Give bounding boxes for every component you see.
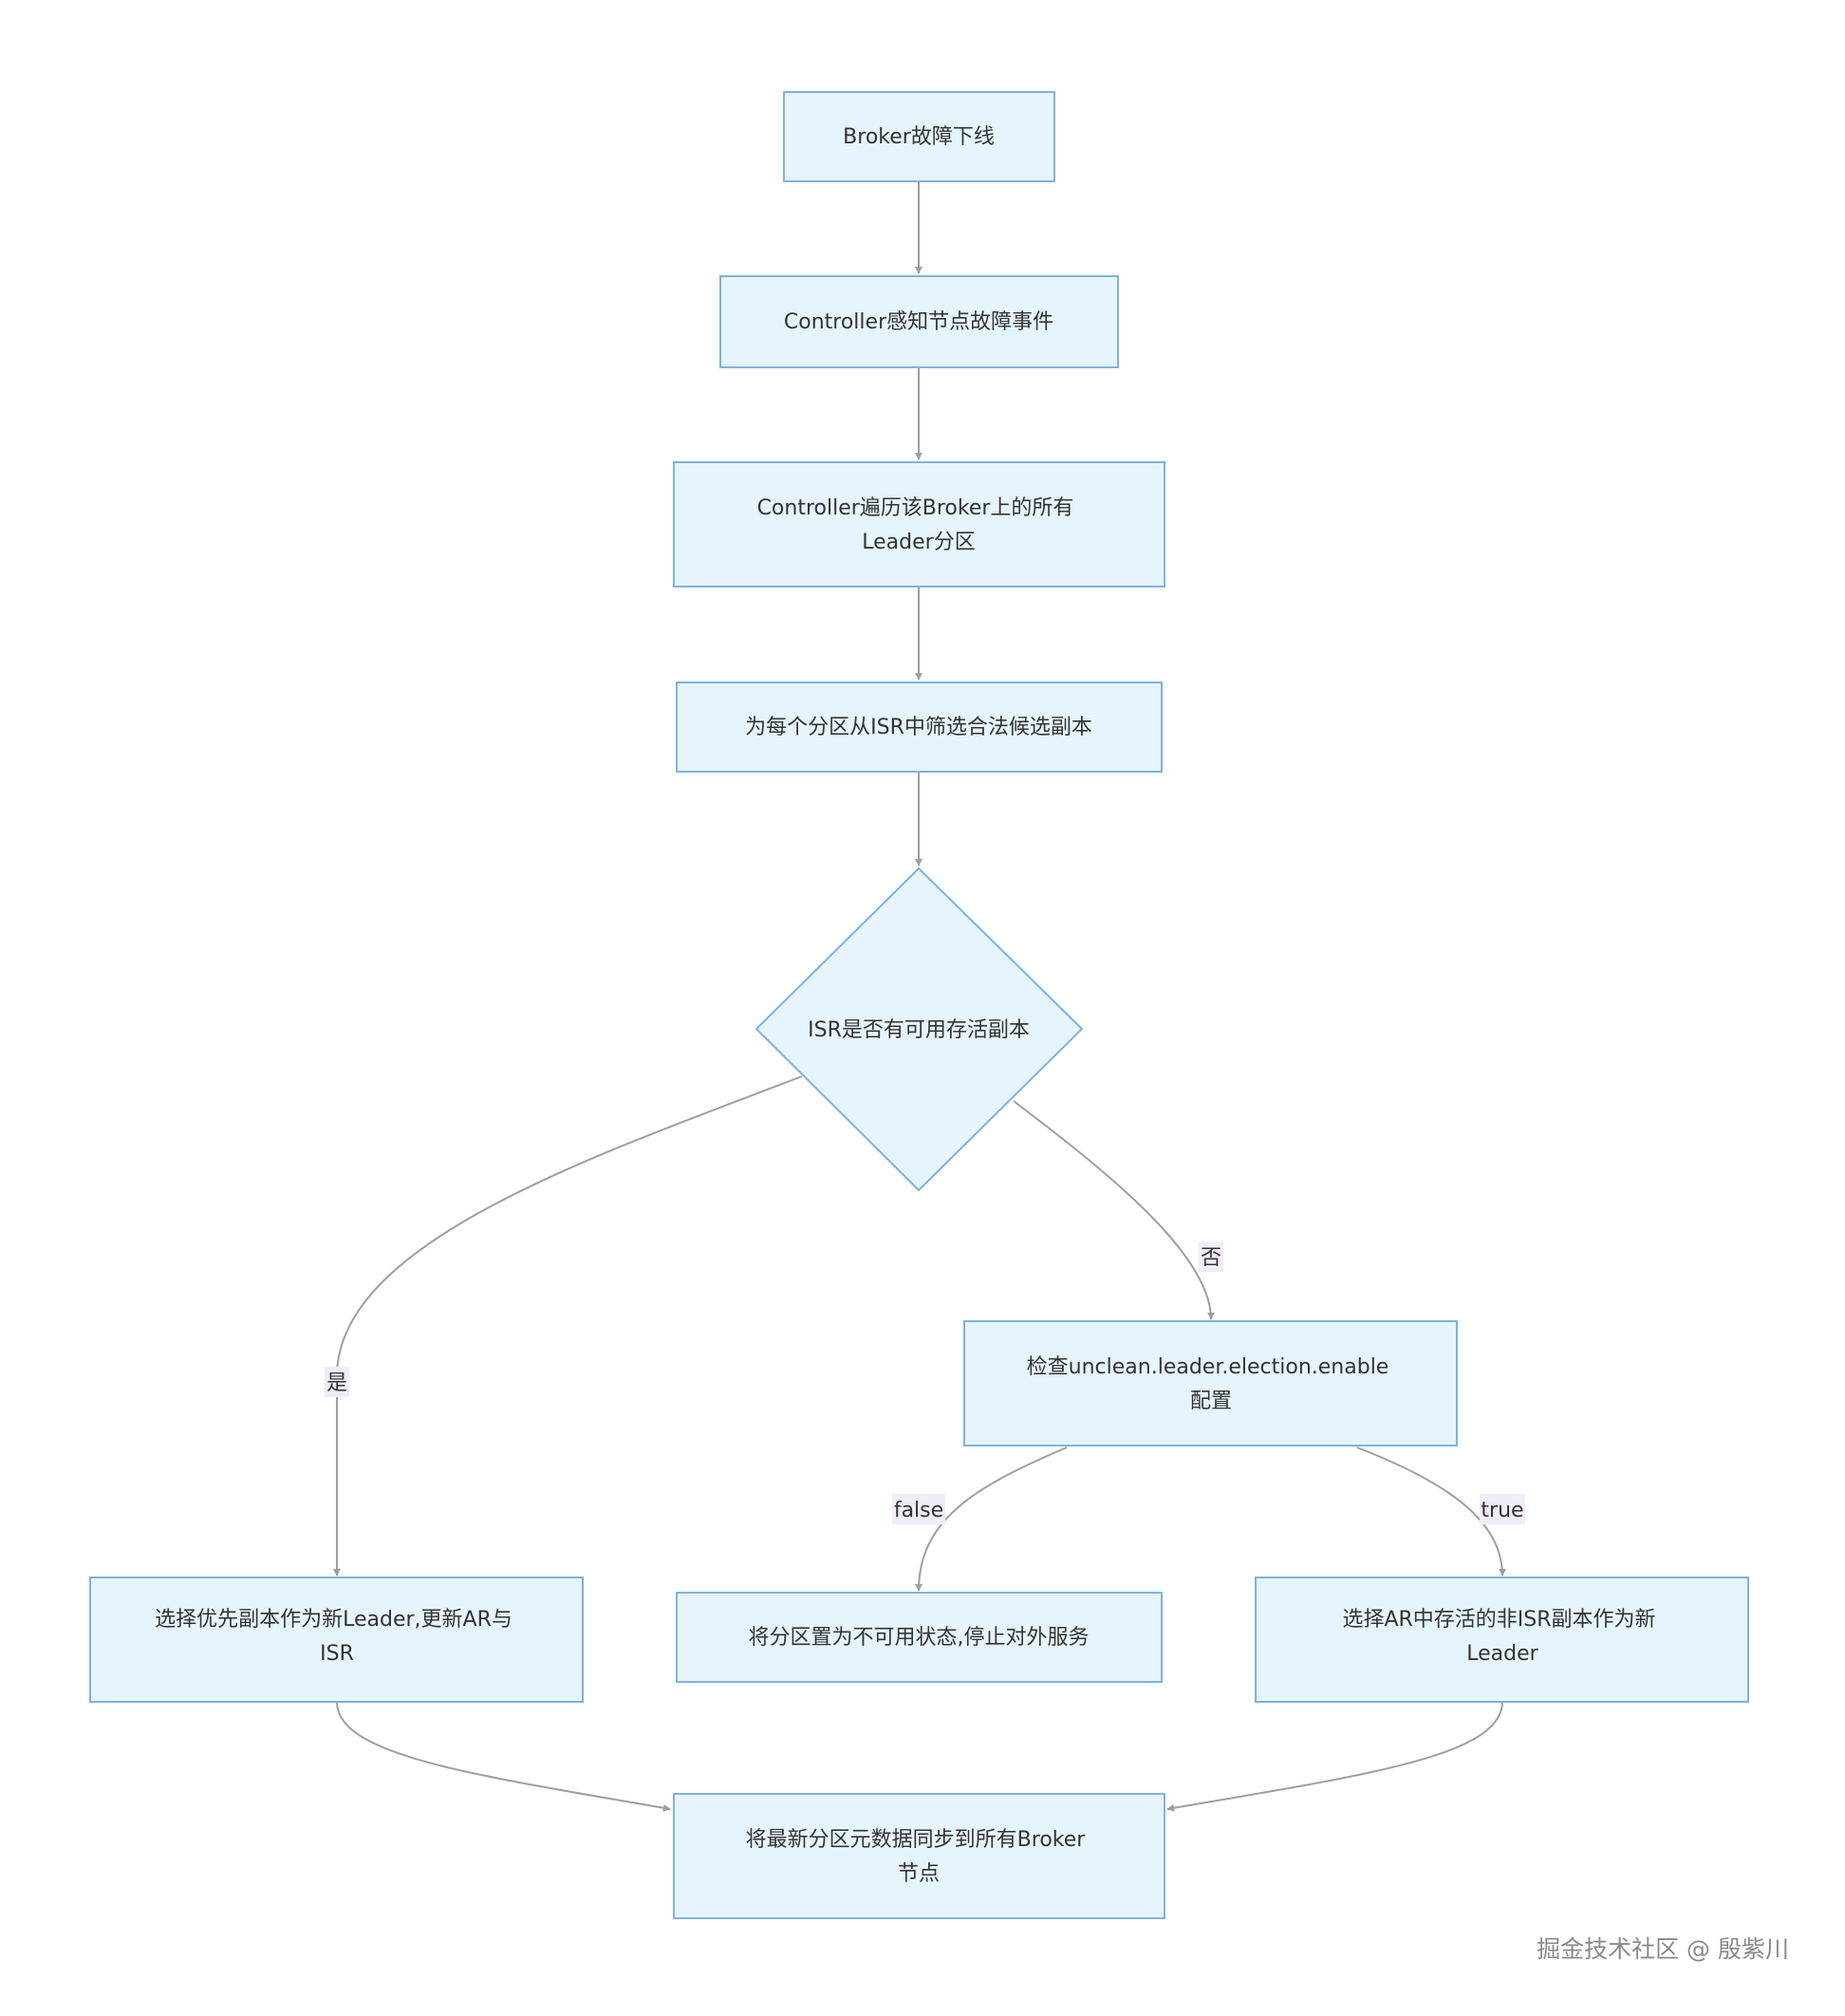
node-filter-candidates: 为每个分区从ISR中筛选合法候选副本 [676, 681, 1163, 773]
node-isr-decision: ISR是否有可用存活副本 [755, 867, 1084, 1192]
node-choose-preferred-replica-text: 选择优先副本作为新Leader,更新AR与 ISR [155, 1608, 519, 1666]
node-check-unclean-config-text: 检查unclean.leader.election.enable 配置 [1027, 1355, 1396, 1413]
node-iterate-partitions-text: Controller遍历该Broker上的所有 Leader分区 [757, 496, 1081, 554]
node-filter-candidates-text: 为每个分区从ISR中筛选合法候选副本 [745, 716, 1092, 739]
node-controller-detect-text: Controller感知节点故障事件 [784, 310, 1053, 334]
edges [333, 182, 1506, 1812]
node-isr-decision-text: ISR是否有可用存活副本 [808, 1018, 1030, 1042]
node-line: 选择优先副本作为新Leader,更新AR与 [155, 1608, 512, 1632]
node-broker-offline: Broker故障下线 [783, 91, 1055, 182]
node-broker-offline-box [783, 91, 1055, 182]
node-broker-offline-text: Broker故障下线 [843, 125, 995, 149]
node-partition-unavailable-box [676, 1592, 1163, 1683]
node-choose-preferred-replica: 选择优先副本作为新Leader,更新AR与 ISR [89, 1577, 584, 1703]
node-sync-metadata-box [673, 1793, 1165, 1919]
edge-label-no: 否 [1199, 1241, 1223, 1272]
node-sync-metadata: 将最新分区元数据同步到所有Broker 节点 [673, 1793, 1165, 1919]
edge-n6-n9-true [1356, 1447, 1506, 1577]
edge-n6-n8-false [915, 1447, 1068, 1592]
node-check-unclean-config: 检查unclean.leader.election.enable 配置 [963, 1320, 1458, 1447]
node-line: 节点 [898, 1862, 940, 1886]
node-partition-unavailable: 将分区置为不可用状态,停止对外服务 [676, 1592, 1163, 1683]
node-line: 配置 [1190, 1390, 1232, 1413]
node-line: Controller遍历该Broker上的所有 [757, 496, 1074, 520]
node-check-unclean-config-box [963, 1320, 1458, 1447]
node-line: 检查unclean.leader.election.enable [1027, 1355, 1389, 1379]
node-line: Controller感知节点故障事件 [784, 310, 1053, 334]
node-line: Leader分区 [862, 531, 975, 554]
node-line: ISR [320, 1642, 354, 1666]
edge-label-false-bg [892, 1494, 945, 1524]
node-sync-metadata-text: 将最新分区元数据同步到所有Broker 节点 [746, 1828, 1092, 1886]
edge-n7-n10 [336, 1701, 671, 1812]
node-choose-ar-replica-text: 选择AR中存活的非ISR副本作为新 Leader [1342, 1608, 1662, 1666]
node-line: Leader [1466, 1642, 1538, 1666]
edge-label-no-text: 否 [1201, 1246, 1221, 1270]
edge-label-true: true [1480, 1494, 1525, 1524]
node-partition-unavailable-text: 将分区置为不可用状态,停止对外服务 [749, 1626, 1090, 1650]
edge-label-yes-text: 是 [326, 1372, 347, 1395]
edge-label-true-bg [1480, 1494, 1525, 1524]
node-line: 将最新分区元数据同步到所有Broker [746, 1828, 1087, 1852]
node-choose-ar-replica: 选择AR中存活的非ISR副本作为新 Leader [1255, 1577, 1749, 1703]
node-line: Broker故障下线 [843, 125, 995, 149]
node-line: 选择AR中存活的非ISR副本作为新 [1342, 1608, 1655, 1632]
edge-label-yes: 是 [325, 1367, 349, 1397]
edge-n5-n7-yes [333, 1075, 803, 1577]
node-controller-detect-box [719, 275, 1119, 368]
node-iterate-partitions: Controller遍历该Broker上的所有 Leader分区 [673, 461, 1165, 588]
watermark: 掘金技术社区 @ 殷紫川 [1537, 1935, 1789, 1963]
node-choose-preferred-replica-box [89, 1577, 584, 1703]
node-line: ISR是否有可用存活副本 [808, 1018, 1030, 1042]
edge-label-no-bg [1199, 1241, 1223, 1272]
edge-label-yes-bg [325, 1367, 349, 1397]
node-iterate-partitions-box [673, 461, 1165, 588]
edge-n5-n6-no [1013, 1100, 1215, 1320]
node-controller-detect: Controller感知节点故障事件 [719, 275, 1119, 368]
node-line: 将分区置为不可用状态,停止对外服务 [749, 1626, 1090, 1650]
edge-label-false: false [892, 1494, 945, 1524]
node-filter-candidates-box [676, 681, 1163, 773]
edge-n9-n10 [1166, 1701, 1503, 1812]
node-line: 为每个分区从ISR中筛选合法候选副本 [745, 716, 1092, 739]
node-choose-ar-replica-box [1255, 1577, 1749, 1703]
edge-label-false-text: false [894, 1499, 943, 1522]
edge-label-true-text: true [1481, 1499, 1523, 1522]
node-isr-decision-diamond [755, 867, 1084, 1192]
